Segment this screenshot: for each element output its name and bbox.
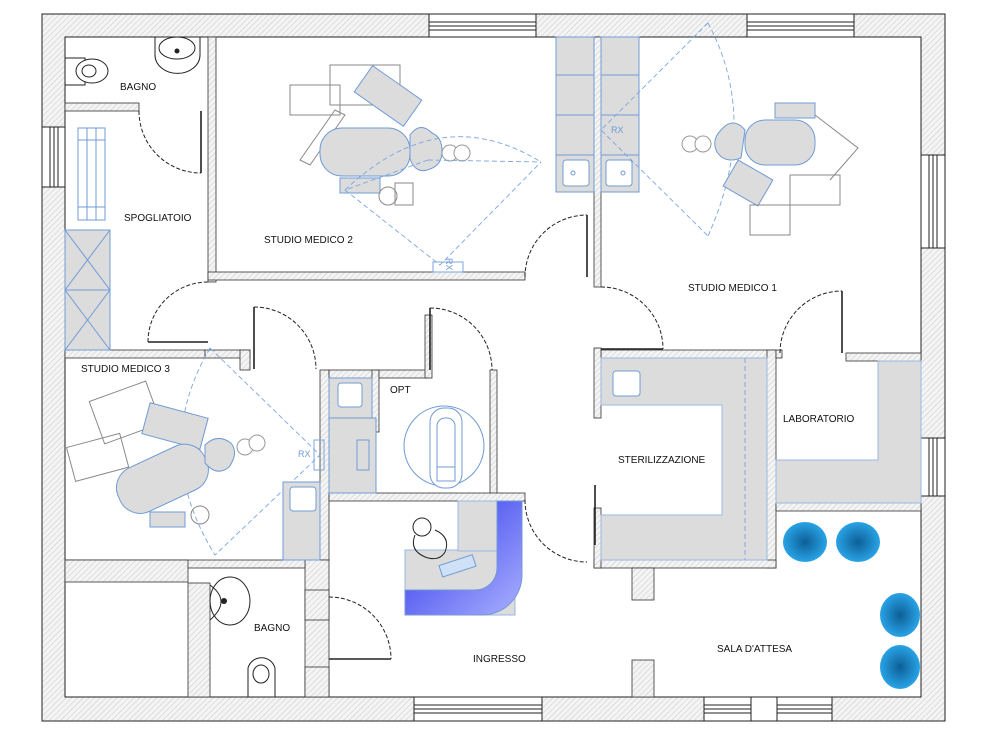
- laboratory-counter: [775, 360, 922, 504]
- chair-icon: [880, 645, 920, 689]
- sink-icon: [289, 486, 317, 512]
- window-icon: [41, 126, 66, 188]
- room-label-laboratorio: LABORATORIO: [783, 414, 855, 425]
- room-label-studio-medico-2: STUDIO MEDICO 2: [264, 235, 353, 246]
- window-icon: [413, 696, 543, 722]
- cabinet-units: [555, 36, 640, 193]
- toilet-icon: [64, 57, 109, 86]
- room-label-bagno-bottom: BAGNO: [254, 623, 290, 634]
- xray-zone-icon: [344, 136, 542, 273]
- dental-chair-icon: [600, 22, 859, 237]
- sink-icon: [209, 576, 251, 626]
- reception-desk-icon: [404, 500, 523, 616]
- dental-chair-icon: [289, 64, 471, 206]
- interior-walls: [64, 36, 922, 698]
- door-swing-icon[interactable]: [328, 596, 392, 660]
- sink-icon: [154, 36, 201, 74]
- rx-label: RX: [298, 449, 311, 459]
- chair-icon: [836, 522, 880, 562]
- sink-icon: [562, 159, 590, 187]
- rx-label: RX: [444, 258, 454, 271]
- toilet-icon: [247, 657, 276, 698]
- window-icon: [428, 13, 537, 38]
- door-swing-icon[interactable]: [600, 286, 664, 350]
- room-label-studio-medico-1: STUDIO MEDICO 1: [688, 283, 777, 294]
- locker-icon: [77, 127, 106, 221]
- cabinet-units: [282, 481, 321, 561]
- door-swing-icon[interactable]: [524, 214, 588, 278]
- windows: [41, 13, 946, 722]
- room-label-sterilizzazione: STERILIZZAZIONE: [618, 455, 706, 466]
- chair-icon: [783, 522, 827, 562]
- sterilization-counter: [600, 357, 768, 561]
- room-label-spogliatoio: SPOGLIATOIO: [124, 213, 192, 224]
- sink-icon: [337, 382, 363, 408]
- dental-chair-icon: [65, 347, 325, 556]
- door-swing-icon[interactable]: [779, 290, 843, 354]
- door-swing-icon[interactable]: [429, 307, 493, 371]
- window-icon: [920, 154, 946, 249]
- sink-icon: [605, 159, 633, 187]
- storage-shelf: [64, 229, 111, 351]
- rx-label: RX: [611, 125, 624, 135]
- door-swing-icon[interactable]: [147, 281, 209, 343]
- door-swing-icon[interactable]: [524, 485, 596, 563]
- room-label-ingresso: INGRESSO: [473, 654, 526, 665]
- doors: [138, 110, 843, 660]
- window-icon: [703, 696, 833, 722]
- room-labels: BAGNO SPOGLIATOIO STUDIO MEDICO 2 STUDIO…: [81, 82, 855, 665]
- waiting-chairs: [783, 522, 920, 689]
- opt-scanner-icon: [403, 405, 485, 489]
- person-icon: [412, 517, 448, 560]
- sink-icon: [612, 370, 641, 397]
- room-label-opt: OPT: [390, 385, 411, 396]
- opt-counter: [328, 377, 377, 494]
- room-label-bagno-top: BAGNO: [120, 82, 156, 93]
- room-label-sala-attesa: SALA D'ATTESA: [717, 644, 792, 655]
- room-label-studio-medico-3: STUDIO MEDICO 3: [81, 364, 170, 375]
- window-icon: [920, 437, 946, 497]
- window-icon: [746, 13, 855, 38]
- door-swing-icon[interactable]: [138, 110, 202, 174]
- chair-icon: [880, 593, 920, 637]
- door-swing-icon[interactable]: [253, 306, 317, 370]
